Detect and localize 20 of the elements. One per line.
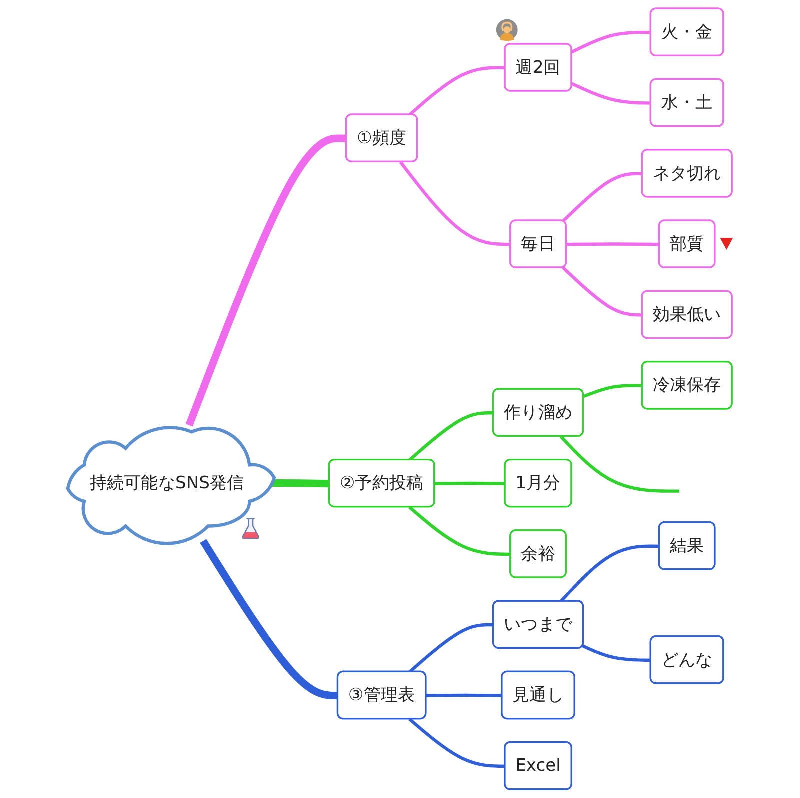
connector (560, 544, 660, 603)
connector (426, 694, 502, 698)
connector (583, 384, 643, 398)
connector (408, 66, 506, 116)
connector (186, 134, 347, 427)
connector (571, 30, 652, 54)
connector (582, 644, 652, 662)
connector (562, 172, 643, 223)
connector (408, 506, 511, 556)
connector (571, 82, 652, 105)
connector (270, 480, 330, 488)
connector (408, 411, 494, 462)
connector (408, 623, 494, 674)
connector (434, 482, 506, 486)
connector (562, 266, 643, 317)
connector (399, 161, 511, 246)
connector (200, 539, 338, 700)
connector (566, 242, 660, 246)
connector (408, 718, 506, 768)
connector (560, 436, 680, 493)
